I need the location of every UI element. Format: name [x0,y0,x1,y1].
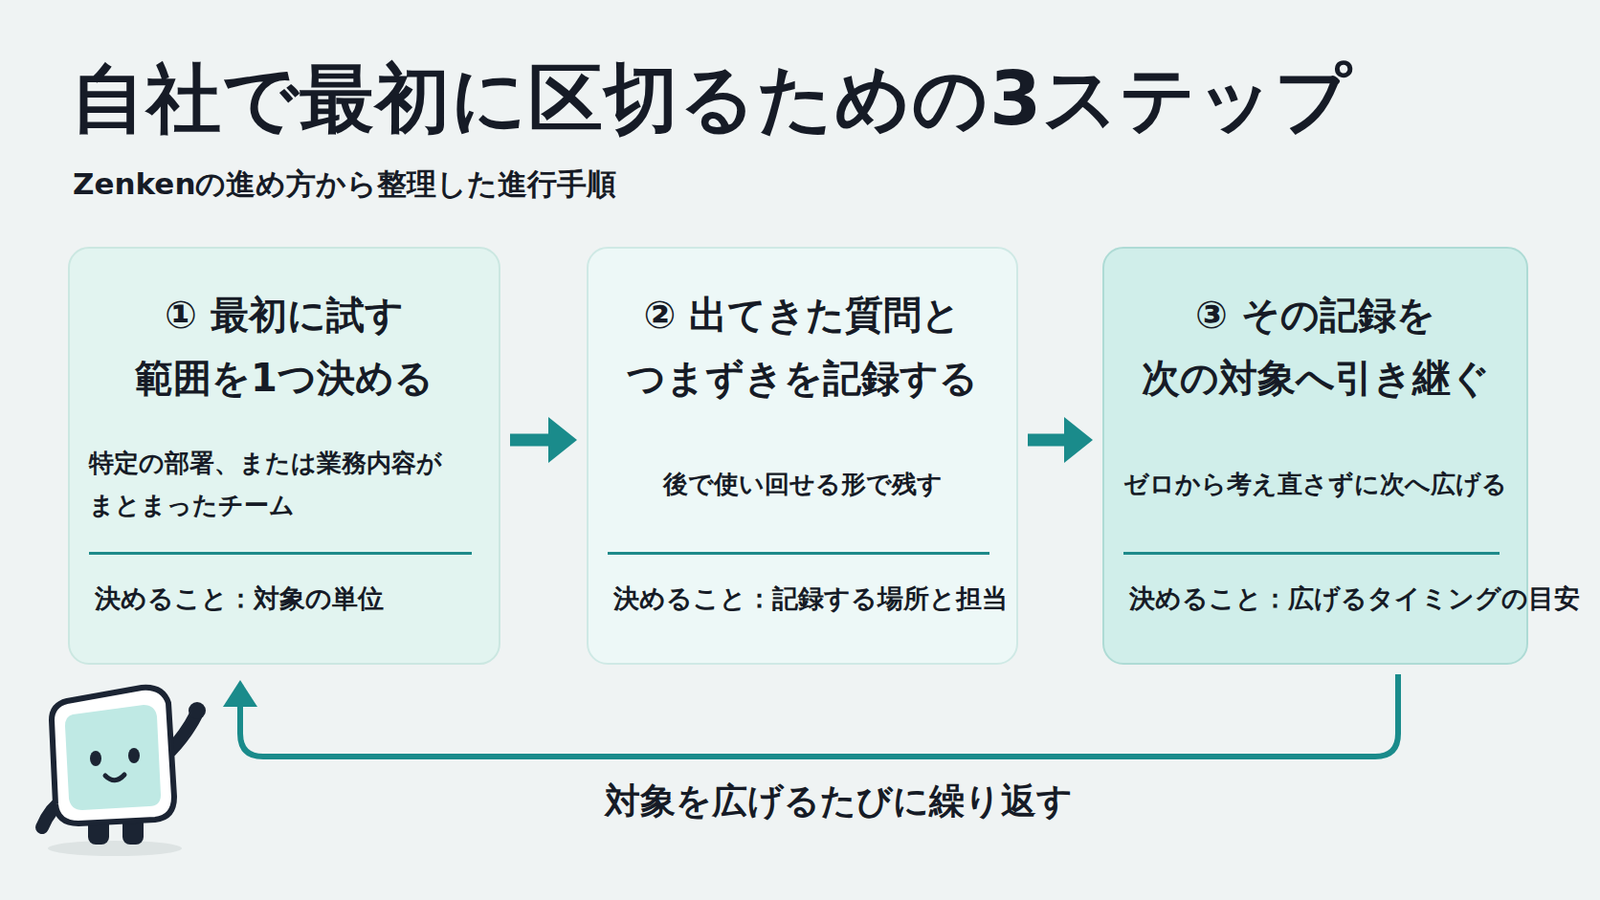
flow-connector [510,417,578,464]
flow-connector [222,674,1399,757]
mascot-illustration [28,684,221,862]
divider-line [88,552,472,556]
step-box: ③ その記録を 次の対象へ引き継ぐゼロから考え直さずに次へ広げる決めること：広げ… [1102,246,1529,666]
step-heading: ① 最初に試す 範囲を1つ決める [87,283,482,410]
body-area: 後で使い回せる形で残す [607,430,998,538]
body-area: 特定の部署、または業務内容が まとまったチーム [88,430,480,538]
decision-note: 決めること：広げるタイミングの目安 [1129,579,1517,619]
arrow-head [222,680,258,708]
divider-line [607,552,990,556]
decision-note: 決めること：対象の単位 [94,579,489,619]
loop-line [240,674,1399,757]
divider-line [1123,552,1500,556]
decision-note: 決めること：記録する場所と担当 [613,579,1007,619]
step-heading: ② 出てきた質問と つまずきを記録する [605,283,1000,410]
subtitle-label: Zenkenの進め方から整理した進行手順 [72,164,617,205]
step-description: 後で使い回せる形で残す [607,463,998,506]
step-description: ゼロから考え直さずに次へ広げる [1123,463,1508,506]
step-description: 特定の部署、または業務内容が まとまったチーム [88,442,480,527]
step-heading: ③ その記録を 次の対象へ引き継ぐ [1121,283,1510,410]
arrow-head [548,417,578,464]
loop-label: 対象を広げるたびに繰り返す [604,777,1073,826]
arrow-head [1064,417,1093,464]
body-area: ゼロから考え直さずに次へ広げる [1123,430,1508,538]
step-box: ② 出てきた質問と つまずきを記録する後で使い回せる形で残す決めること：記録する… [586,246,1019,666]
diagram-title: 自社で最初に区切るための3ステップ [70,49,1353,151]
flow-connector [1027,417,1093,464]
step-box: ① 最初に試す 範囲を1つ決める特定の部署、または業務内容が まとまったチーム決… [67,246,501,666]
